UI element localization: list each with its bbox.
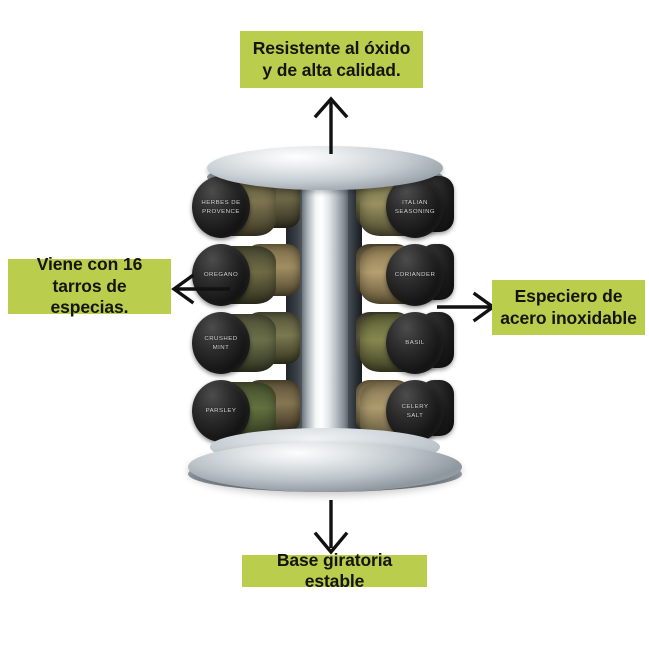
callout-text: Resistente al óxido y de alta calidad. bbox=[252, 38, 411, 80]
spice-jar[interactable]: PARSLEY bbox=[192, 380, 278, 442]
top-chrome-disc bbox=[207, 146, 443, 190]
arrow-left-icon bbox=[171, 273, 230, 305]
jar-cap[interactable]: ITALIAN SEASONING bbox=[386, 176, 444, 238]
jar-label: CELERY SALT bbox=[401, 402, 429, 419]
jar-label: OREGANO bbox=[203, 271, 239, 279]
arrow-right-icon bbox=[437, 291, 496, 323]
callout-16-jars: Viene con 16 tarros de especias. bbox=[8, 254, 171, 317]
arrow-up-icon bbox=[313, 96, 349, 154]
jar-cap[interactable]: HERBES DE PROVENCE bbox=[192, 176, 250, 238]
jar-cap[interactable]: CORIANDER bbox=[386, 244, 444, 306]
arrow-down-icon bbox=[313, 500, 349, 555]
jar-cap[interactable]: PARSLEY bbox=[192, 380, 250, 442]
spice-jar[interactable]: OREGANO bbox=[192, 244, 278, 306]
jar-label: ITALIAN SEASONING bbox=[394, 198, 436, 215]
jar-label: HERBES DE PROVENCE bbox=[201, 198, 241, 215]
spice-jar[interactable]: CRUSHED MINT bbox=[192, 312, 278, 374]
callout-text: Viene con 16 tarros de especias. bbox=[36, 254, 143, 318]
callout-rotating-base: Base giratoria estable bbox=[242, 550, 427, 591]
rotating-base-disc[interactable] bbox=[188, 442, 462, 492]
callout-text: Base giratoria estable bbox=[276, 549, 393, 591]
callout-stainless-steel: Especiero de acero inoxidable bbox=[492, 280, 645, 335]
column-shadow-left bbox=[286, 168, 304, 446]
spice-jar[interactable]: HERBES DE PROVENCE bbox=[192, 176, 278, 238]
jar-cap[interactable]: OREGANO bbox=[192, 244, 250, 306]
jar-label: PARSLEY bbox=[205, 407, 237, 415]
jar-label: BASIL bbox=[405, 339, 425, 347]
jar-cap[interactable]: CRUSHED MINT bbox=[192, 312, 250, 374]
spice-jar[interactable]: ITALIAN SEASONING bbox=[358, 176, 444, 238]
callout-rust-resistant: Resistente al óxido y de alta calidad. bbox=[240, 31, 423, 88]
spice-jar[interactable]: BASIL bbox=[358, 312, 444, 374]
column-shadow-right bbox=[346, 168, 362, 446]
callout-text: Especiero de acero inoxidable bbox=[500, 286, 637, 328]
spice-jar[interactable]: CORIANDER bbox=[358, 244, 444, 306]
jar-cap[interactable]: BASIL bbox=[386, 312, 444, 374]
jar-label: CORIANDER bbox=[394, 271, 436, 279]
center-chrome-column bbox=[302, 168, 348, 446]
product-image-spice-rack: HERBES DE PROVENCE OREGANO CRUSHED MINT … bbox=[180, 140, 470, 500]
jar-label: CRUSHED MINT bbox=[204, 334, 238, 351]
